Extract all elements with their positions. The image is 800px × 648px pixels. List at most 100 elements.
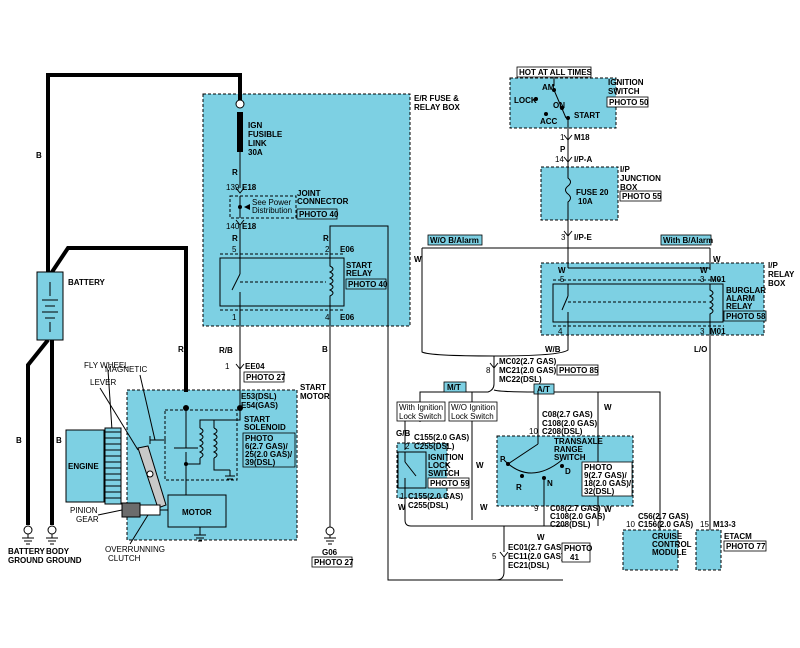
c56-label: C56(2.7 GAS) (638, 512, 689, 521)
ign-fusible-label-4: 30A (248, 148, 263, 157)
photo-27-motor-frame (243, 371, 285, 383)
switch-start-label: START (574, 111, 600, 120)
wire-color-lo: L/O (694, 345, 707, 354)
pin-1-c155: 1 (400, 492, 405, 501)
pin-5-alarm: 5 (560, 275, 565, 284)
solenoid-hold-in-coil (212, 427, 218, 459)
m18-label: M18 (574, 133, 590, 142)
mc21-label: MC21(2.0 GAS) (499, 366, 557, 375)
wire-color-r-fusible: R (232, 168, 238, 177)
wire-color-w-relay-2: W (700, 266, 708, 275)
pin-5-relay: 5 (232, 245, 237, 254)
ign-lock-label-1: IGNITION (428, 453, 464, 462)
fuse-20-label-2: 10A (578, 197, 593, 206)
transaxle-r-label: R (516, 483, 522, 492)
c155-top-label: C155(2.0 GAS) (414, 433, 469, 442)
start-motor-label-1: START (300, 383, 326, 392)
photo-85-frame (556, 364, 599, 376)
wire-color-p: P (560, 145, 566, 154)
ign-fusible-label-3: LINK (248, 139, 267, 148)
ip-relay-box (540, 262, 765, 336)
start-solenoid-label-1: START (244, 415, 270, 424)
shift-lever (137, 445, 167, 509)
ip-relay-label-2: RELAY (768, 270, 795, 279)
engine-label: ENGINE (68, 462, 99, 471)
wire-color-w-tr-left: W (480, 503, 488, 512)
e06-top-label: E06 (340, 245, 355, 254)
lever-leader (99, 387, 139, 451)
pin-139: 139 (226, 183, 240, 192)
motor (167, 494, 227, 528)
joint-connector-label-2: CONNECTOR (297, 197, 349, 206)
wire-color-b-bat-ground: B (16, 436, 22, 445)
ign-lock-label-2: LOCK (428, 461, 451, 470)
ec01-label: EC01(2.7 GAS) (508, 543, 564, 552)
mt-frame (443, 381, 467, 393)
er-box-label-1: E/R FUSE & (414, 94, 459, 103)
fuse-20-label-1: FUSE 20 (576, 188, 609, 197)
photo-transaxle-p3: 32(DSL) (584, 487, 615, 496)
ec21-label: EC21(DSL) (508, 561, 550, 570)
pin-3-alarm: 3 (700, 275, 705, 284)
photo-transaxle-p2: 18(2.0 GAS)/ (584, 479, 632, 488)
pin-3b-alarm: 3 (700, 327, 705, 336)
pin-4-alarm: 4 (558, 327, 563, 336)
c108-bottom-label: C108(2.0 GAS) (550, 512, 605, 521)
ignition-switch-box (509, 77, 617, 129)
lock-switch-blade (404, 461, 417, 477)
connector-m18 (563, 134, 573, 141)
wo-ign-lock-label-1: W/O Ignition (451, 403, 495, 412)
wire-color-gb: G/B (396, 429, 410, 438)
ign-lock-label-3: SWITCH (428, 469, 460, 478)
wire-color-w-tr-bottom: W (537, 533, 545, 542)
photo-transaxle-p1: 9(2.7 GAS)/ (584, 471, 627, 480)
wire-color-r-relay-1: R (232, 234, 238, 243)
pin-15: 15 (700, 520, 709, 529)
photo-transaxle-frame (581, 461, 633, 497)
motor-ground-symbol (194, 527, 206, 542)
photo-50-frame (606, 96, 649, 108)
hot-at-all-times-label: HOT AT ALL TIMES (519, 68, 593, 77)
e54-label: E54(GAS) (241, 401, 278, 410)
connector-e18-top (235, 187, 245, 194)
e18-bottom-label: E18 (242, 222, 257, 231)
wire-color-wb: W/B (545, 345, 561, 354)
overrunning-clutch (139, 504, 161, 516)
transaxle-blade (507, 443, 539, 465)
burglar-label-3: RELAY (726, 302, 753, 311)
with-ign-lock-frame (396, 401, 446, 422)
see-power-arrow (244, 204, 250, 210)
body-ground-label-1: BODY (46, 547, 70, 556)
at-label: A/T (537, 385, 550, 394)
transaxle-label-1: TRANSAXLE (554, 437, 604, 446)
see-power-text-2: Distribution (252, 206, 292, 215)
battery-ground-symbol (22, 525, 34, 545)
ip-relay-label-3: BOX (768, 279, 786, 288)
wire-color-w-lock-right: W (476, 461, 484, 470)
transaxle-r-contact (520, 474, 524, 478)
photo-59-frame (427, 477, 470, 489)
overrunning-clutch-leader (129, 514, 149, 545)
transaxle-d-contact (560, 464, 564, 468)
photo-40-joint: PHOTO 40 (299, 210, 339, 219)
ip-junction-label-2: JUNCTION (620, 174, 661, 183)
ip-junction-label-1: I/P (620, 165, 630, 174)
photo-27-g06: PHOTO 27 (314, 558, 354, 567)
c208-bottom-label: C208(DSL) (550, 520, 591, 529)
connector-ee04 (235, 363, 245, 370)
engine (65, 429, 105, 503)
photo-59: PHOTO 59 (430, 479, 470, 488)
battery (36, 271, 64, 341)
transaxle-n-label: N (547, 479, 553, 488)
mt-label: M/T (447, 383, 461, 392)
wire-color-w-tr-right: W (604, 505, 612, 514)
battery-ground-label-2: GROUND (8, 556, 44, 565)
photo-77: PHOTO 77 (726, 542, 766, 551)
switch-acc-contact (544, 112, 548, 116)
pinion-gear-label-1: PINION (70, 506, 98, 515)
start-relay-label-2: RELAY (346, 269, 373, 278)
ignition-lock-switch (397, 451, 427, 489)
ip-junction-box (540, 166, 619, 221)
etacm-box (695, 529, 722, 571)
